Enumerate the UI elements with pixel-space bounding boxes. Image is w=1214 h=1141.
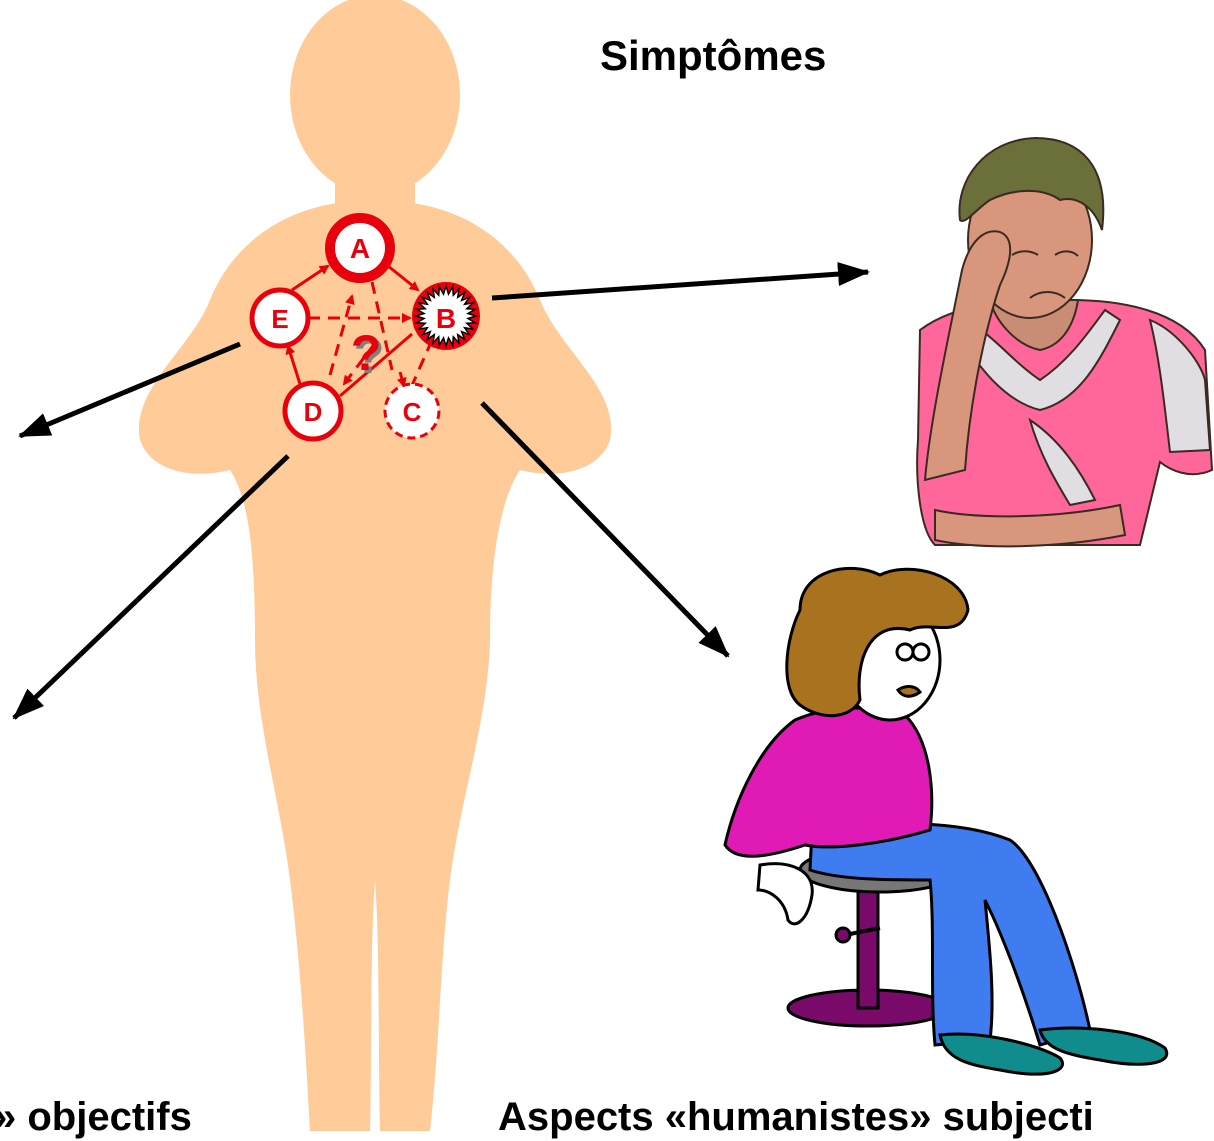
node-e-label: E (271, 304, 288, 334)
node-e: E (252, 290, 308, 346)
node-a: A (330, 218, 390, 278)
node-b: B (412, 282, 480, 350)
sitting-woman-illustration (725, 568, 1167, 1074)
arrow-to-headache-woman (492, 272, 868, 298)
node-d-label: D (304, 397, 323, 427)
arrow-left-lower (14, 456, 288, 718)
node-b-label: B (436, 303, 456, 334)
caption-objective-aspects: » objectifs (0, 1093, 192, 1141)
node-c-label: C (403, 397, 422, 427)
node-d: D (285, 383, 341, 439)
caption-humanist-aspects: Aspects «humanistes» subjecti (498, 1093, 1094, 1141)
headache-woman-illustration (917, 138, 1212, 546)
node-a-label: A (350, 233, 370, 264)
node-c: C (385, 384, 439, 438)
question-mark: ? (351, 325, 382, 381)
page-title: Simptômes (600, 32, 826, 80)
woman-silhouette (139, 0, 611, 1131)
